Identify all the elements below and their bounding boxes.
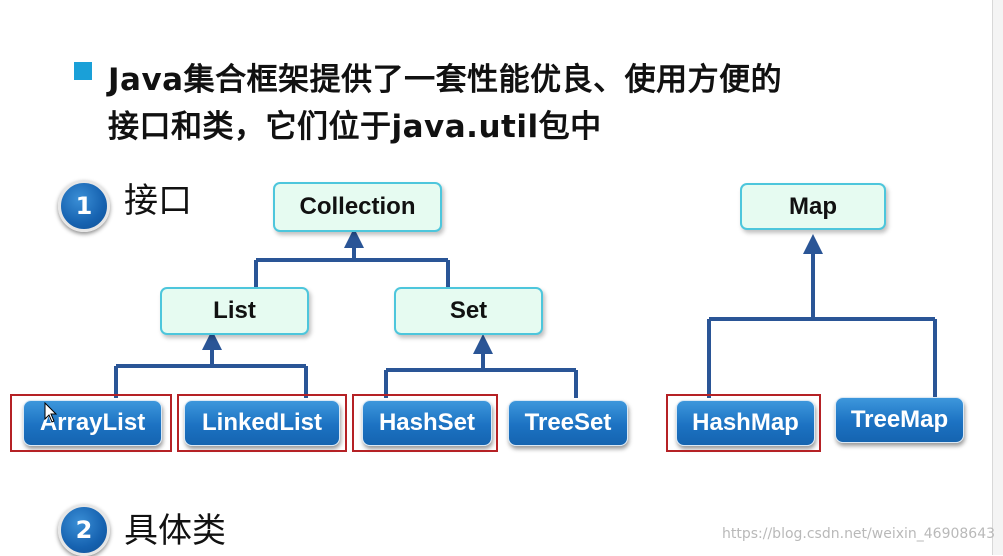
highlight-box-linkedlist [177,394,347,452]
mouse-pointer-icon [44,402,58,423]
highlight-box-arraylist [10,394,172,452]
class-node-treeset: TreeSet [508,400,628,446]
highlight-box-hashset [352,394,498,452]
section-label-interfaces: 接口 [124,181,192,221]
interface-node-map: Map [740,183,886,230]
section-number-1-badge: 1 [58,180,110,232]
section-label-classes: 具体类 [124,511,226,551]
interface-node-collection: Collection [273,182,442,232]
class-node-hashmap: HashMap [676,400,815,446]
class-node-linkedlist: LinkedList [184,400,340,446]
class-node-hashset: HashSet [362,400,492,446]
window-edge-line [992,0,993,555]
highlight-box-hashmap [666,394,821,452]
class-node-treemap: TreeMap [835,397,964,443]
watermark-text: https://blog.csdn.net/weixin_46908643 [722,526,996,542]
window-edge-bar [993,0,1003,555]
class-node-arraylist: ArrayList [23,400,162,446]
bullet-square-icon [74,62,92,80]
title-line-2: 接口和类，它们位于java.util包中 [108,109,602,145]
interface-node-set: Set [394,287,543,335]
interface-node-list: List [160,287,309,335]
title-line-1: Java集合框架提供了一套性能优良、使用方便的 [108,62,783,98]
